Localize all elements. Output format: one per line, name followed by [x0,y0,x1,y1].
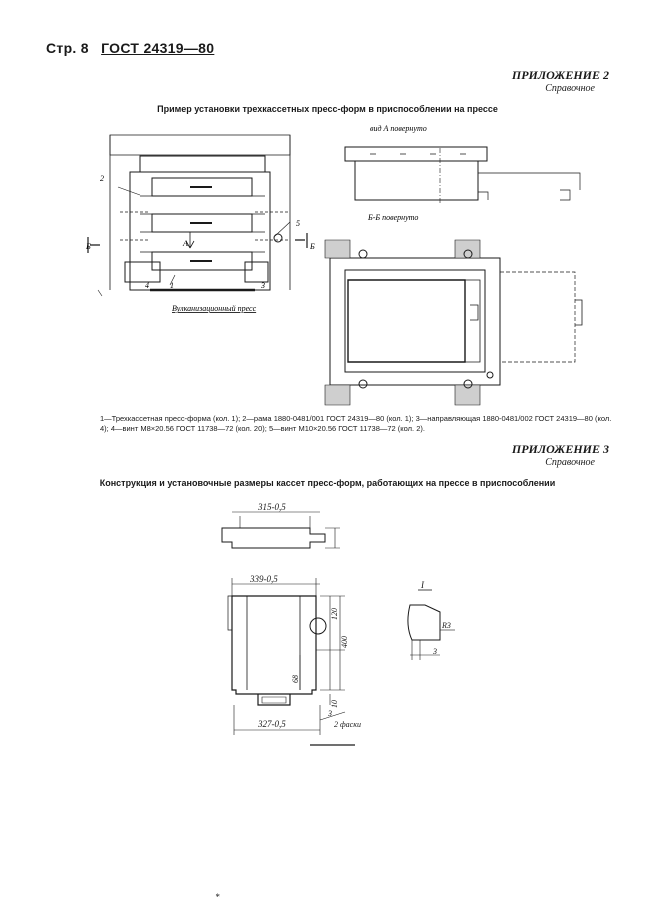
dim-width-339: 339-0,5 [249,574,278,584]
callout-4: 4 [145,281,149,290]
dim-height-400: 400 [340,636,349,648]
section-mark-left: Б [85,242,91,251]
dim-top-width: 315-0,5 [257,502,286,512]
appendix2-title: ПРИЛОЖЕНИЕ 2 [511,68,609,82]
standard-number: ГОСТ 24319—80 [101,40,215,56]
section-bb-drawing [324,239,583,406]
callout-2: 2 [100,174,104,183]
cassette-main-part [227,578,355,746]
detail-i [407,589,455,660]
detail-dim: 3 [432,647,437,656]
appendix3-subtitle: Справочное [545,457,595,468]
callout-3: 3 [260,281,265,290]
appendix3-caption: Конструкция и установочные размеры кассе… [99,478,556,488]
footer-mark: * [215,892,220,902]
appendix2-subtitle: Справочное [545,83,595,94]
view-a-label: вид А повернуто [370,124,427,133]
dim-height-68: 68 [291,675,300,683]
dim-height-120: 120 [330,608,339,620]
section-mark-right: Б [309,242,315,251]
page-header: Стр. 8 ГОСТ 24319—80 [46,40,214,56]
dim-chamfers: 2 фаски [334,720,361,729]
press-front-view [87,134,308,297]
appendix2-caption: Пример установки трехкассетных пресс-фор… [157,104,498,114]
detail-i-label: I [420,580,425,590]
dim-height-10: 10 [330,700,339,708]
page-number: Стр. 8 [46,40,89,56]
vulcan-press-label: Вулканизационный пресс [172,304,257,313]
dim-3: 3 [327,709,332,718]
callout-1: 1 [170,281,174,290]
arrow-a-label: А [182,239,188,248]
detail-radius: R3 [441,621,451,630]
callout-5: 5 [296,219,300,228]
drawing-labels: вид А повернуто Б-Б повернуто Вулканизац… [85,124,451,902]
dim-bottom-width: 327-0,5 [257,719,286,729]
section-bb-label: Б-Б повернуто [367,213,418,222]
appendix2-legend: 1—Трехкассетная пресс-форма (кол. 1); 2—… [100,414,612,433]
view-a-drawing [344,146,581,205]
cassette-top-part [221,511,340,549]
appendix3-title: ПРИЛОЖЕНИЕ 3 [511,442,609,456]
